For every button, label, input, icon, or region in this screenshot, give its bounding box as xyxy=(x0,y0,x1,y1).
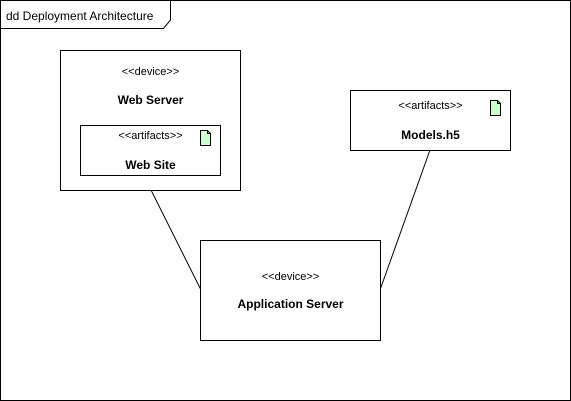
models-name: Models.h5 xyxy=(401,128,460,142)
connector-models-to-app-server xyxy=(379,149,431,291)
models-stereotype: <<artifacts>> xyxy=(398,100,463,112)
web-site-artifact[interactable]: <<artifacts>> Web Site xyxy=(80,125,221,176)
web-site-stereotype: <<artifacts>> xyxy=(118,130,183,142)
models-artifact[interactable]: <<artifacts>> Models.h5 xyxy=(350,90,511,151)
web-site-name: Web Site xyxy=(125,158,176,172)
frame-title-tab xyxy=(0,0,171,29)
app-server-stereotype: <<device>> xyxy=(261,271,320,283)
web-server-name: Web Server xyxy=(117,93,184,107)
document-icon xyxy=(200,130,211,146)
connector-web-server-to-app-server xyxy=(150,189,202,291)
document-icon xyxy=(490,100,501,116)
frame-title: dd Deployment Architecture xyxy=(6,9,154,23)
app-server-name: Application Server xyxy=(237,297,344,311)
app-server-node[interactable]: <<device>> Application Server xyxy=(200,240,381,341)
web-server-stereotype: <<device>> xyxy=(121,66,180,78)
